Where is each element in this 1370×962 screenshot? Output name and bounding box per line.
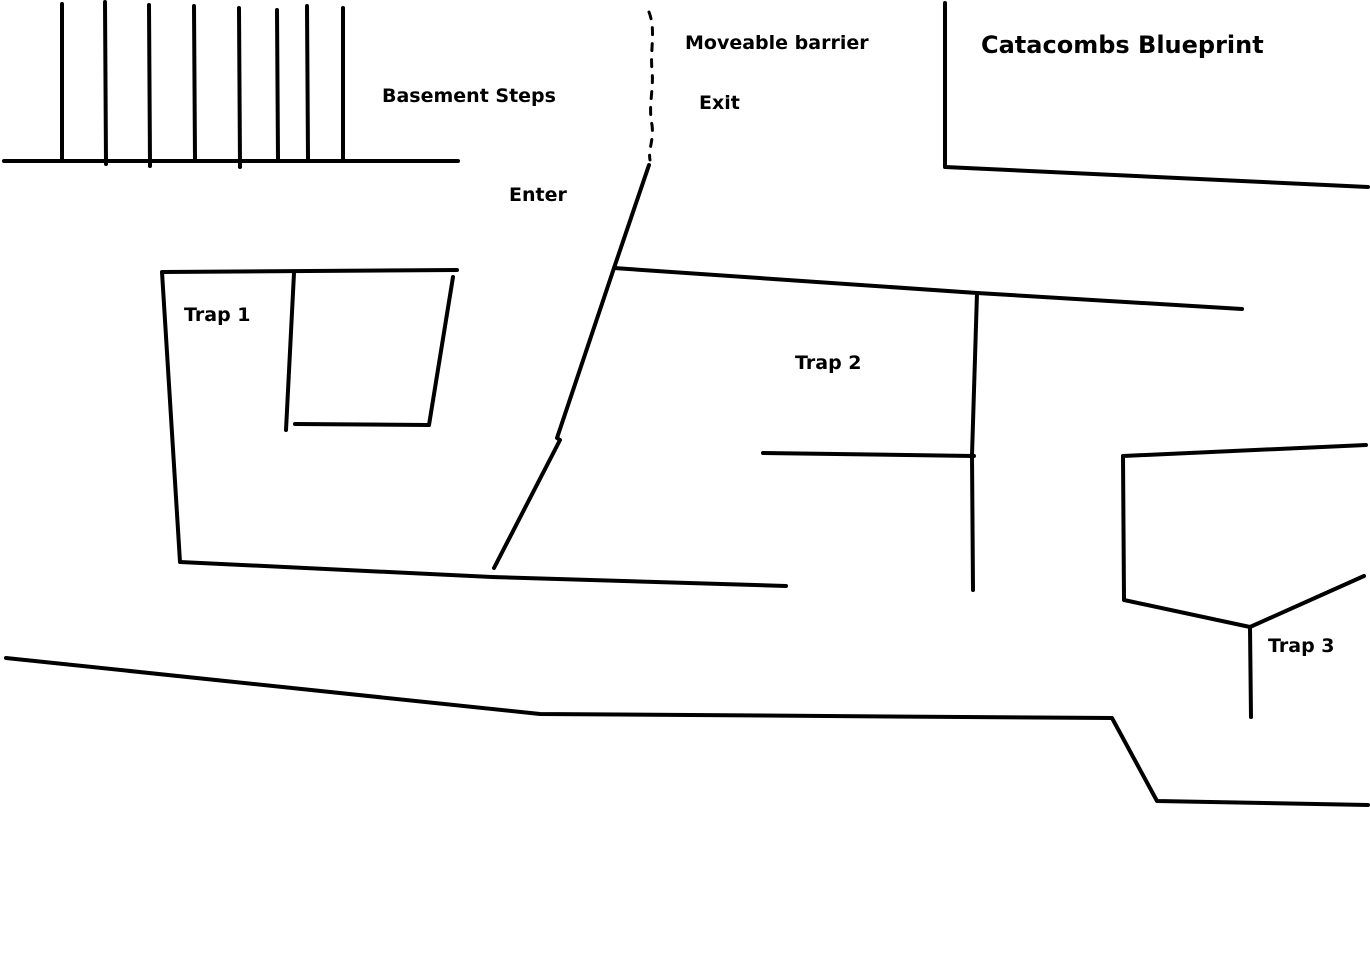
label-exit: Exit bbox=[699, 92, 740, 114]
label-trap-2: Trap 2 bbox=[795, 352, 862, 374]
step-line bbox=[305, 4, 310, 161]
basement-steps-drawing bbox=[2, 0, 460, 169]
step-line bbox=[237, 6, 242, 169]
bottom-wall bbox=[4, 656, 1370, 807]
label-moveable-barrier: Moveable barrier bbox=[685, 32, 869, 54]
label-enter: Enter bbox=[509, 184, 567, 206]
trap-3-wall bbox=[1121, 443, 1368, 629]
top-right-wall bbox=[943, 1, 1370, 189]
trap-1-inner-right bbox=[293, 275, 455, 427]
trap-1-inner-left bbox=[284, 271, 296, 432]
trap-2-vertical-wall bbox=[970, 291, 979, 592]
trap-2-horizontal-wall bbox=[761, 451, 976, 458]
moveable-barrier-line bbox=[647, 10, 654, 162]
step-line bbox=[103, 0, 108, 166]
step-line bbox=[192, 4, 197, 162]
diagram-title: Catacombs Blueprint bbox=[981, 31, 1264, 59]
label-trap-3: Trap 3 bbox=[1268, 635, 1335, 657]
entrance-diagonal-wall bbox=[492, 163, 651, 570]
trap-2-upper-wall bbox=[612, 266, 1244, 311]
trap-1-outer-wall bbox=[160, 268, 788, 588]
trap-3-stem bbox=[1248, 625, 1253, 719]
label-basement-steps: Basement Steps bbox=[382, 85, 556, 107]
step-line bbox=[147, 3, 152, 168]
step-line bbox=[275, 8, 280, 162]
label-trap-1: Trap 1 bbox=[184, 304, 251, 326]
